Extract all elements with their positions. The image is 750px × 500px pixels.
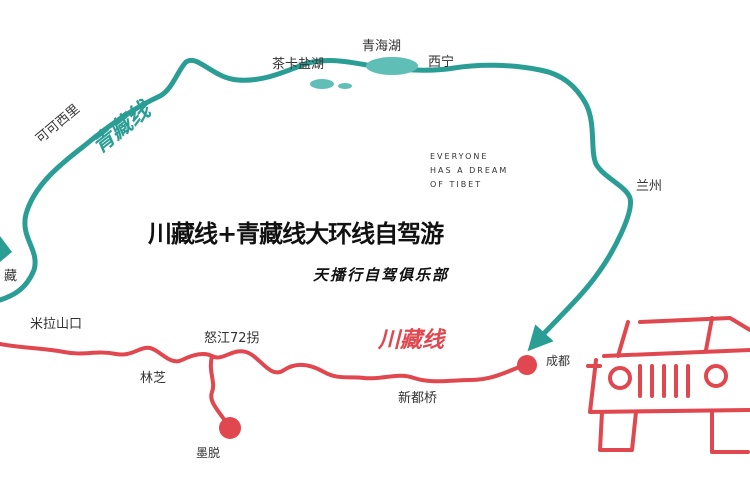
place-label-xindouqiao: 新都桥 <box>398 391 438 406</box>
slogan-line-3: OF TIBET <box>430 180 483 189</box>
chengdu-dot <box>517 355 537 375</box>
place-label-chaka: 茶卡盐湖 <box>272 57 325 72</box>
place-label-milashankou: 米拉山口 <box>30 317 83 332</box>
map-title: 川藏线+青藏线大环线自驾游 <box>148 220 444 248</box>
place-label-lhasa-partial: 藏 <box>4 269 18 284</box>
chaka-salt-lake-shape <box>310 79 334 89</box>
motuo-branch-line <box>208 354 232 430</box>
place-label-linzhi: 林芝 <box>140 371 167 386</box>
club-subtitle: 天播行自驾俱乐部 <box>313 266 450 284</box>
motuo-dot <box>219 417 241 439</box>
place-label-xining: 西宁 <box>428 55 455 70</box>
sichuan-tibet-route-line <box>0 342 524 384</box>
place-label-qinghai-lake: 青海湖 <box>362 39 402 54</box>
qinghai-tibet-route-line <box>0 57 633 352</box>
teal-arrowhead-left <box>0 236 12 262</box>
qinghai-lake-shape <box>366 57 418 75</box>
place-label-chengdu: 成都 <box>546 354 571 368</box>
chaka-salt-lake-shape-2 <box>338 83 352 89</box>
slogan-line-1: EVERYONE <box>430 152 489 161</box>
slogan-line-2: HAS A DREAM <box>430 166 509 175</box>
sichuan-tibet-route-label: 川藏线 <box>378 328 445 353</box>
place-label-nujiang72: 怒江72拐 <box>204 331 260 346</box>
place-label-motuo: 墨脱 <box>196 446 221 460</box>
place-label-lanzhou: 兰州 <box>636 179 663 194</box>
jeep-illustration <box>586 316 750 454</box>
